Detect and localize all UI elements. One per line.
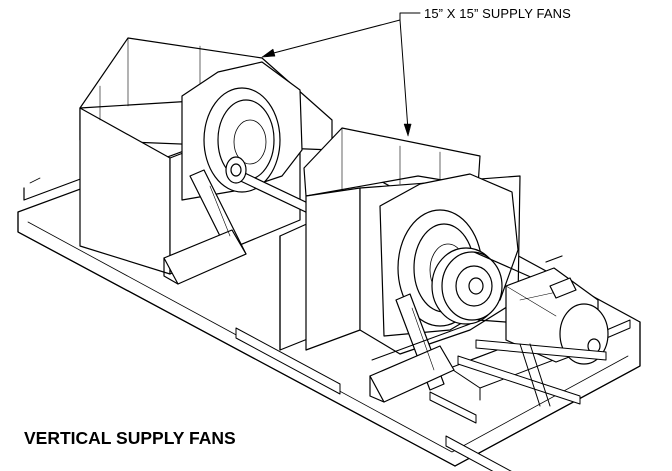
motor-mount <box>457 339 607 407</box>
front-support-legs <box>369 293 471 403</box>
drive-pulley <box>431 247 503 325</box>
rear-support-legs <box>163 169 247 285</box>
motor <box>505 255 609 365</box>
rear-fan-inlet <box>181 61 303 201</box>
figure-caption: VERTICAL SUPPLY FANS <box>24 428 236 448</box>
callout-leaders <box>261 12 421 137</box>
supply-fans-callout-label: 15” X 15” SUPPLY FANS <box>424 6 571 21</box>
